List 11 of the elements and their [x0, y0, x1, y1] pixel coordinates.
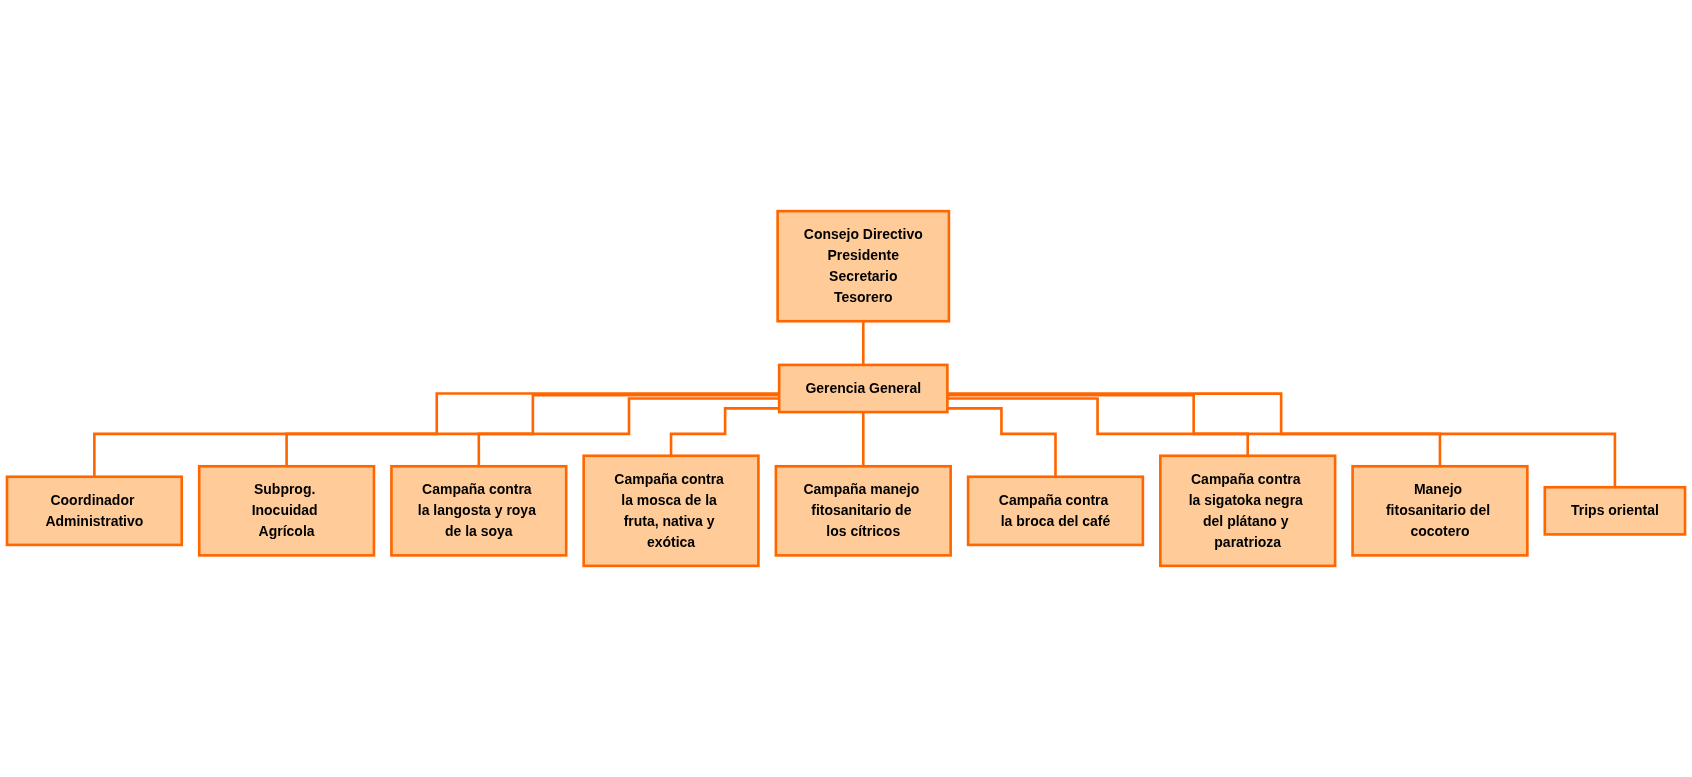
node-box: Subprog. Inocuidad Agrícola [197, 464, 376, 557]
node-box: Coordinador Administrativo [5, 475, 184, 547]
node-box: Campaña contra la mosca de la fruta, nativa y exótica [582, 454, 760, 568]
node-box: Trips oriental [1543, 485, 1687, 536]
node-box: Campaña manejo fitosanitario de los cítricos [774, 464, 952, 557]
node-box: Campaña contra la broca del café [966, 475, 1145, 547]
node-box: Consejo Directivo Presidente Secretario Tesorero [776, 209, 951, 323]
node-box: Campaña contra la langosta y roya de la soya [390, 464, 568, 557]
node-box: Gerencia General [777, 363, 949, 414]
node-box: Manejo fitosanitario del cocotero [1351, 464, 1529, 557]
node-box: Campaña contra la sigatoka negra del plátano y paratrioza [1159, 454, 1337, 568]
